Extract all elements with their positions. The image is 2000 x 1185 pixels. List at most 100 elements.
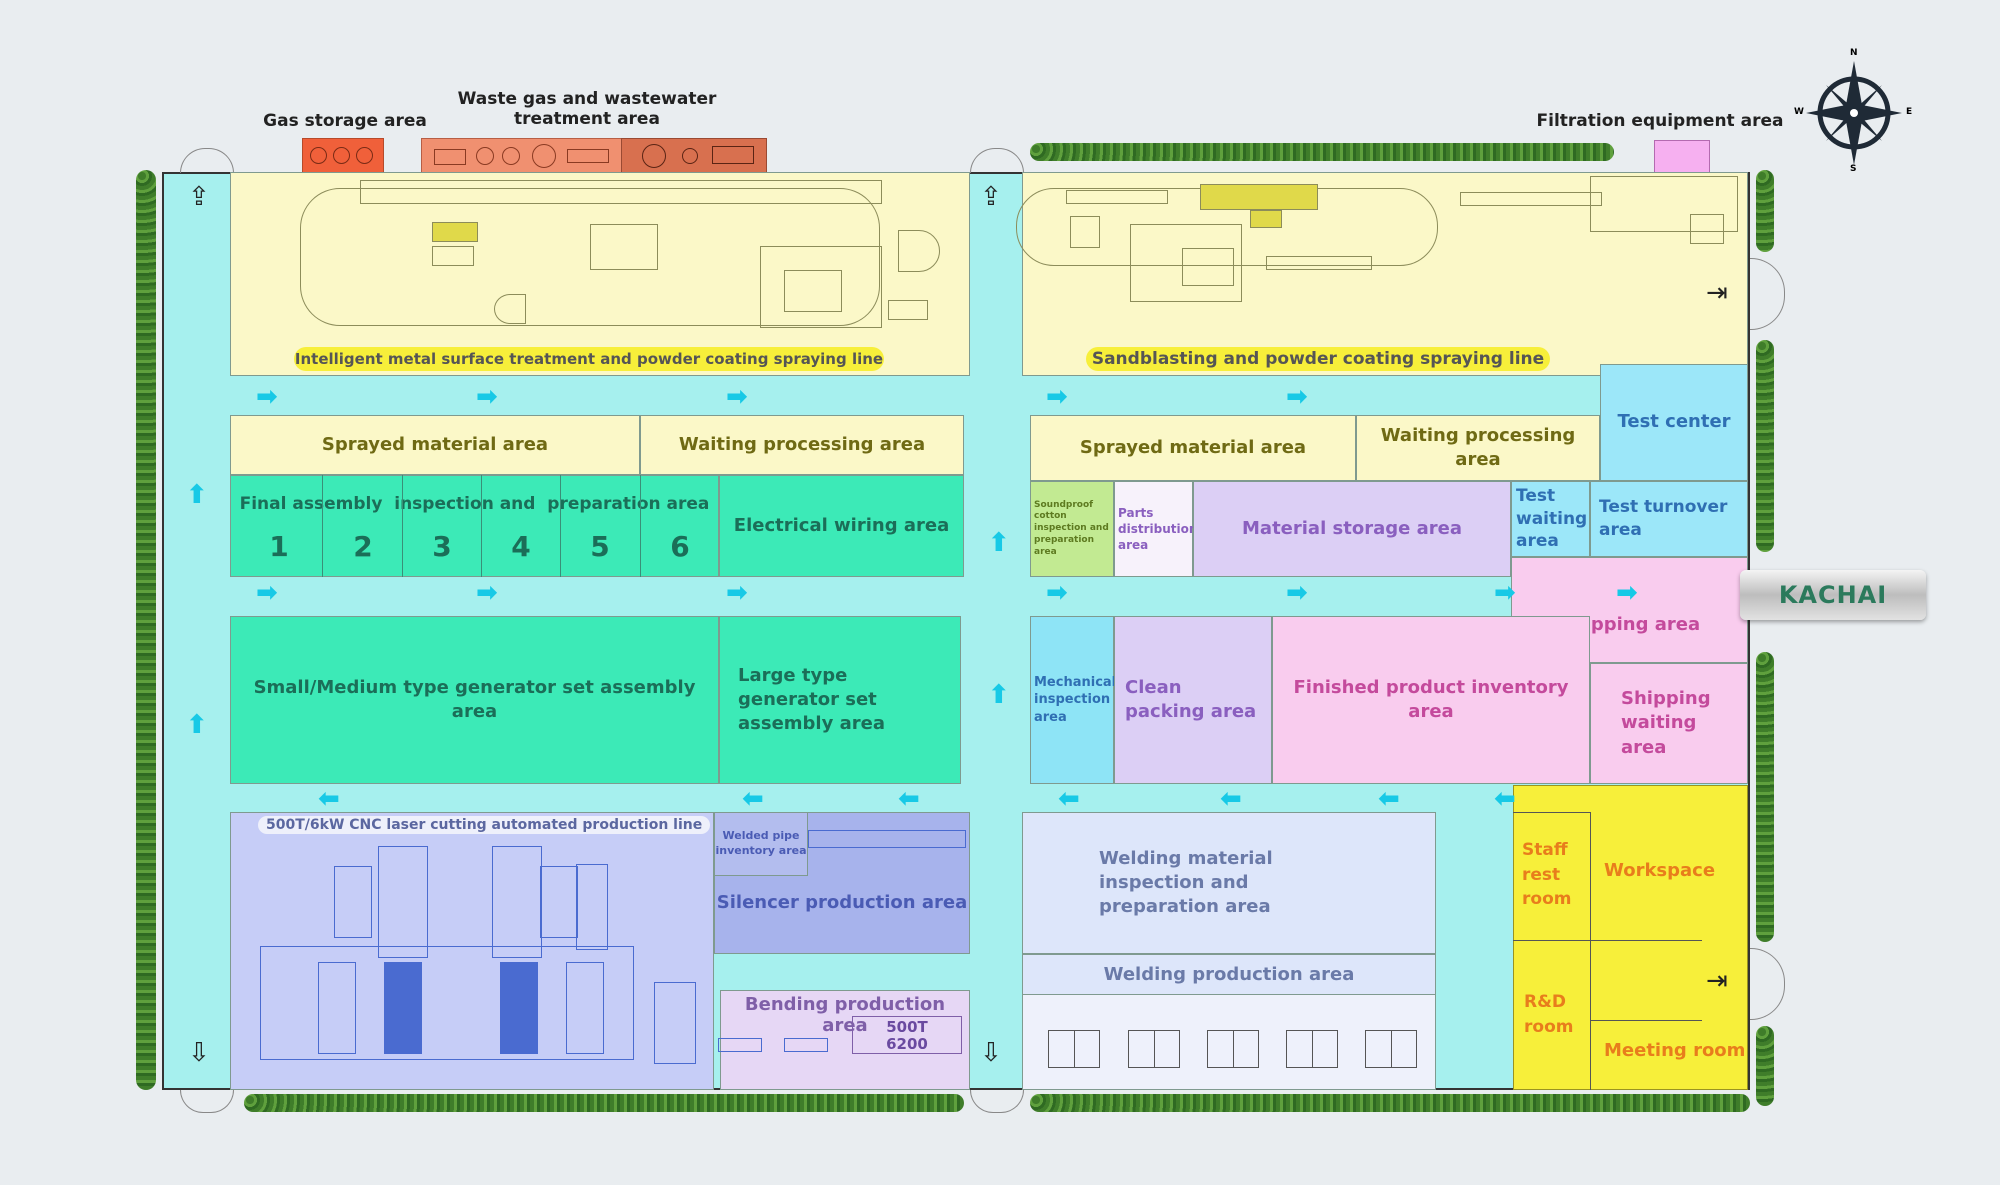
door-right-lower [1750, 948, 1785, 1020]
hedge-left [136, 170, 156, 1090]
flow-arrow-right: ➡ [1046, 578, 1068, 608]
compass-s: S [1850, 164, 1857, 174]
flow-arrow-left: ⬅ [1058, 784, 1080, 814]
welding-station [1207, 1030, 1259, 1068]
welded-pipe-inventory-area: Welded pipe inventory area [714, 812, 808, 876]
parts-distribution-area: Parts distribution area [1114, 481, 1197, 577]
flow-arrow-left: ⬅ [1220, 784, 1242, 814]
intelligent-line-label: Intelligent metal surface treatment and … [294, 347, 884, 371]
exit-icon: ⇩ [188, 1038, 210, 1068]
flow-arrow-right: ➡ [1286, 382, 1308, 412]
welding-material-area: Welding material inspection and preparat… [1022, 812, 1436, 954]
flow-arrow-up: ⬆ [186, 710, 208, 740]
filtration-label: Filtration equipment area [1536, 111, 1784, 131]
final-assembly-label: Final assembly inspection and preparatio… [239, 494, 710, 514]
door-bottom-left [180, 1090, 234, 1113]
hedge-bottom-right [1030, 1094, 1750, 1112]
press-box: 500T 6200 [852, 1016, 962, 1054]
flow-arrow-up: ⬆ [988, 528, 1010, 558]
waste-gas-area [421, 138, 623, 174]
flow-arrow-right: ➡ [1286, 578, 1308, 608]
flow-arrow-right: ➡ [1494, 578, 1516, 608]
test-turnover-area: Test turnover area [1590, 481, 1748, 557]
hedge-right-bottom [1756, 1026, 1774, 1106]
meeting-room: Meeting room [1604, 1040, 1746, 1061]
rd-room: R&D room [1524, 992, 1574, 1037]
press-label-6200: 6200 [886, 1035, 928, 1053]
door-top-middle [970, 148, 1024, 173]
flow-arrow-right: ➡ [256, 382, 278, 412]
filtration-area [1654, 140, 1710, 174]
welding-station [1048, 1030, 1100, 1068]
door-bottom-middle [970, 1090, 1024, 1113]
right-sprayed-material-area: Sprayed material area [1030, 415, 1356, 481]
flow-arrow-right: ➡ [726, 578, 748, 608]
hedge-bottom-left [244, 1094, 964, 1112]
soundproof-cotton-area: Soundproof cotton inspection and prepara… [1030, 481, 1114, 577]
left-sprayed-material-area: Sprayed material area [230, 415, 640, 475]
workspace: Workspace [1604, 860, 1716, 881]
flow-arrow-left: ⬅ [1378, 784, 1400, 814]
right-waiting-processing-area: Waiting processing area [1356, 415, 1600, 481]
door-right-upper [1750, 258, 1785, 330]
hedge-right-lower [1756, 652, 1774, 942]
waste-water-area [621, 138, 767, 174]
press-label-500t: 500T [886, 1018, 928, 1036]
exit-icon: ⇩ [980, 1038, 1002, 1068]
exit-door-icon: ⇥ [1706, 278, 1728, 308]
mechanical-inspection-area: Mechanical inspection area [1030, 616, 1116, 784]
sandblasting-line-area [1022, 172, 1748, 376]
bending-label: Bending production area [744, 994, 946, 1036]
test-center: Test center [1600, 364, 1748, 481]
entrance-icon: ⇪ [980, 182, 1002, 212]
office-block [1513, 785, 1748, 1090]
welding-station [1128, 1030, 1180, 1068]
welding-bay-strip [1022, 994, 1436, 1090]
gas-storage-area [302, 138, 384, 174]
flow-arrow-up: ⬆ [988, 680, 1010, 710]
flow-arrow-right: ➡ [476, 578, 498, 608]
gas-storage-label: Gas storage area [263, 111, 427, 131]
flow-arrow-right: ➡ [476, 382, 498, 412]
compass-w: W [1794, 107, 1804, 117]
compass-rose: N S E W [1794, 48, 1912, 174]
kachai-sign: KACHAI [1740, 570, 1926, 620]
kachai-logo-text: KACHAI [1778, 581, 1888, 609]
final-assembly-area [230, 475, 719, 577]
assembly-number: 3 [432, 530, 452, 563]
flow-arrow-left: ⬅ [742, 784, 764, 814]
welding-production-label: Welding production area [1103, 964, 1355, 985]
assembly-number: 6 [670, 530, 690, 563]
hedge-top-right [1030, 143, 1614, 161]
welding-station [1286, 1030, 1338, 1068]
finished-inventory-area: Finished product inventory area [1272, 616, 1590, 784]
large-generator-area: Large type generator set assembly area [719, 616, 961, 784]
left-waiting-processing-area: Waiting processing area [640, 415, 964, 475]
cnc-line-label: 500T/6kW CNC laser cutting automated pro… [258, 816, 711, 834]
staff-rest-room: Staff rest room [1522, 840, 1572, 910]
clean-packing-area: Clean packing area [1114, 616, 1272, 784]
assembly-number: 2 [353, 530, 373, 563]
sandblasting-line-label: Sandblasting and powder coating spraying… [1086, 347, 1550, 371]
test-waiting-area: Test waiting area [1511, 481, 1590, 557]
hedge-right-upper [1756, 170, 1774, 252]
assembly-number: 4 [511, 530, 531, 563]
hedge-right-middle [1756, 340, 1774, 552]
assembly-number: 5 [590, 530, 610, 563]
small-medium-generator-area: Small/Medium type generator set assembly… [230, 616, 719, 784]
compass-n: N [1850, 48, 1858, 58]
exit-door-icon: ⇥ [1706, 966, 1728, 996]
door-top-left [180, 148, 234, 173]
flow-arrow-up: ⬆ [186, 480, 208, 510]
assembly-number: 1 [269, 530, 289, 563]
flow-arrow-right: ➡ [256, 578, 278, 608]
flow-arrow-left: ⬅ [898, 784, 920, 814]
flow-arrow-right: ➡ [726, 382, 748, 412]
flow-arrow-right: ➡ [1046, 382, 1068, 412]
electrical-wiring-area: Electrical wiring area [719, 475, 964, 577]
entrance-icon: ⇪ [188, 182, 210, 212]
welding-station [1365, 1030, 1417, 1068]
material-storage-area: Material storage area [1193, 481, 1511, 577]
flow-arrow-left: ⬅ [1494, 784, 1516, 814]
shipping-waiting-area: Shipping waiting area [1590, 663, 1748, 784]
